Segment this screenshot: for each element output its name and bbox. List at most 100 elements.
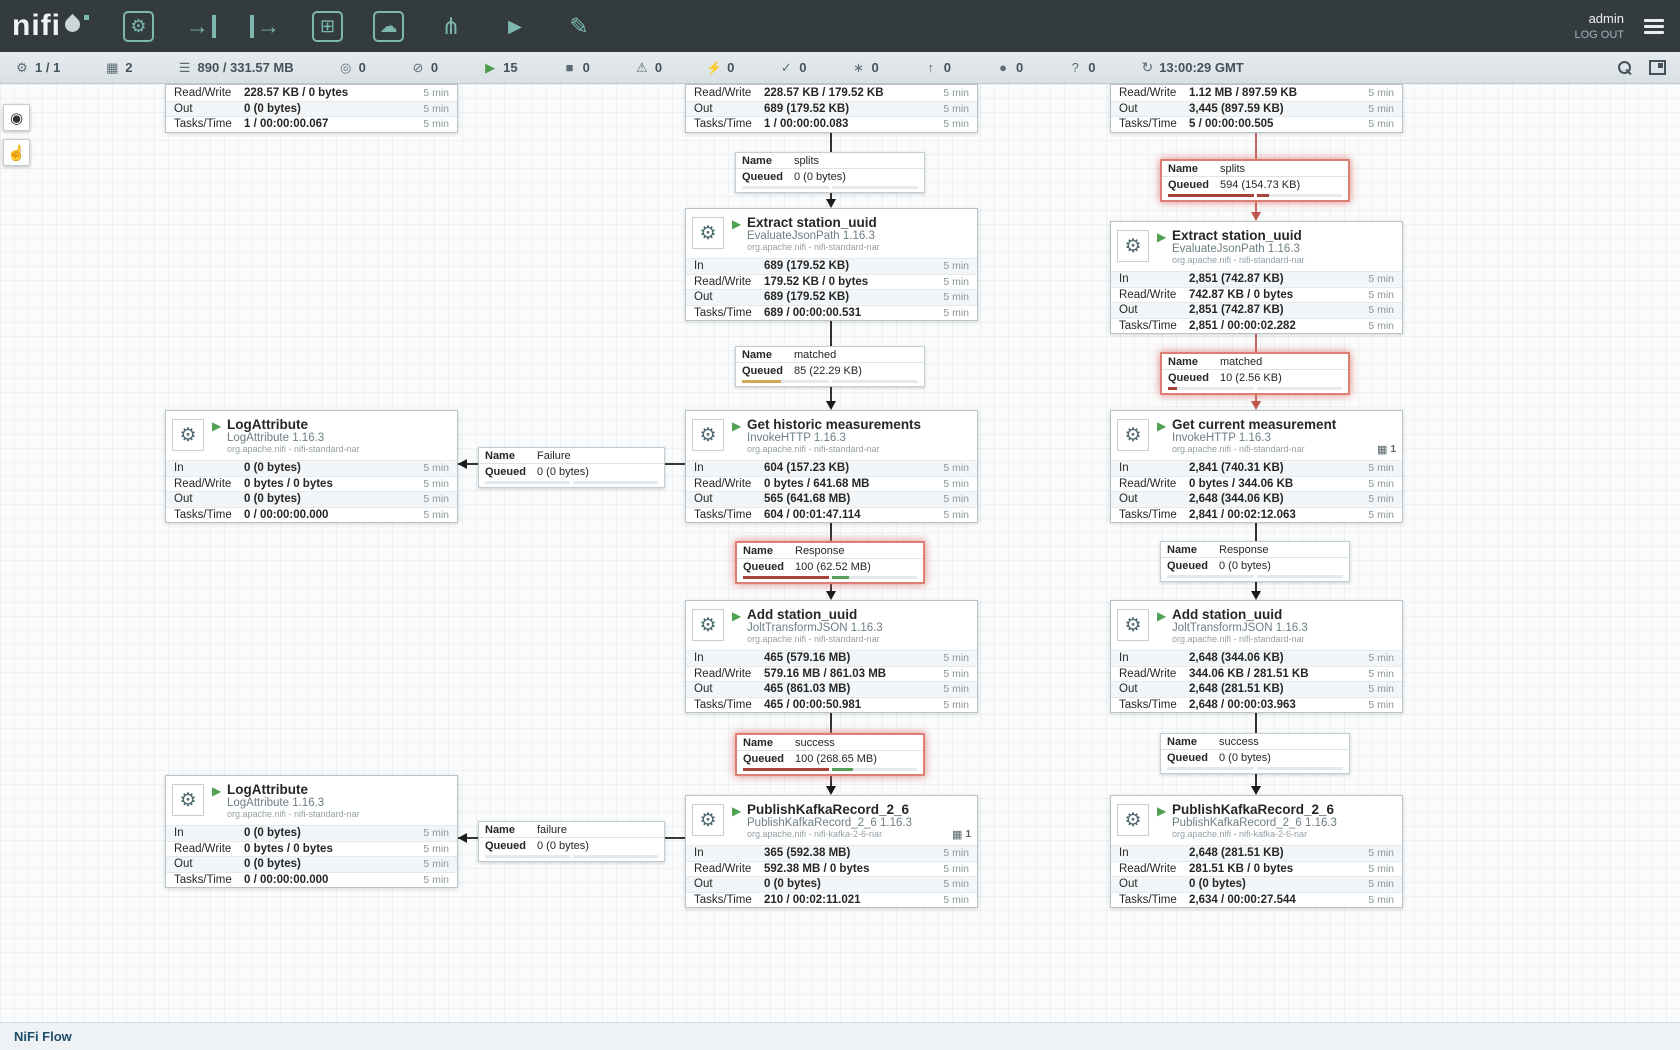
processor-header: ⚙ ▶ PublishKafkaRecord_2_6 PublishKafkaR… [1111,796,1402,845]
processor-log-attribute-upper[interactable]: ⚙ ▶ LogAttribute LogAttribute 1.16.3 org… [165,410,458,523]
status-sync-failure: ? 0 [1071,60,1096,75]
stat-window: 5 min [943,493,969,506]
processor-get-current-measurement[interactable]: ⚙ ▶ Get current measurement InvokeHTTP 1… [1110,410,1403,523]
connection-matched-right[interactable]: Name matched Queued 10 (2.56 KB) [1160,352,1350,395]
connection-name-key: Name [485,823,515,836]
logout-link[interactable]: LOG OUT [1574,29,1624,41]
processor-extract-station-uuid-mid[interactable]: ⚙ ▶ Extract station_uuid EvaluateJsonPat… [685,208,978,321]
connection-response-mid[interactable]: Name Response Queued 100 (62.52 MB) [735,541,925,584]
stat-label: Tasks/Time [1119,118,1177,131]
connection-response-right[interactable]: Name Response Queued 0 (0 bytes) [1160,541,1350,582]
processor-header: ⚙ ▶ PublishKafkaRecord_2_6 PublishKafkaR… [686,796,977,845]
processor-top-left-partial[interactable]: Read/Write 228.57 KB / 0 bytes 5 min Out… [165,84,458,133]
navigate-palette-button[interactable]: ◉ [3,104,30,131]
stat-row: Read/Write 228.57 KB / 179.52 KB 5 min [686,85,977,101]
connection-success-right[interactable]: Name success Queued 0 (0 bytes) [1160,733,1350,774]
processor-top-right-partial[interactable]: Read/Write 1.12 MB / 897.59 KB 5 min Out… [1110,84,1403,133]
toolbar-processor-icon[interactable]: ⚙ [123,10,154,42]
breadcrumb-nifi-flow[interactable]: NiFi Flow [14,1029,72,1044]
toolbar-input-port-icon[interactable]: → [184,9,218,43]
processor-add-station-uuid-mid[interactable]: ⚙ ▶ Add station_uuid JoltTransformJSON 1… [685,600,978,713]
toolbar-output-port-icon[interactable]: → [248,9,282,43]
connection-name-row: Name Response [737,543,923,559]
processor-header: ⚙ ▶ Add station_uuid JoltTransformJSON 1… [1111,601,1402,650]
refresh-icon[interactable]: ↻ [1141,59,1154,75]
global-menu-icon[interactable] [1640,15,1668,38]
status-cluster-nodes: ▦ 2 [106,59,133,76]
toolbar-funnel-icon[interactable]: ⋔ [441,12,461,39]
search-icon[interactable] [1617,60,1633,76]
toolbar-label-icon[interactable]: ✎ [569,12,589,39]
stat-window: 5 min [1368,319,1394,332]
settings-panel-icon[interactable] [1649,60,1666,75]
stat-window: 5 min [943,118,969,131]
connection-name-row: Name Failure [479,448,664,464]
stat-value: 689 (179.52 KB) [764,291,850,304]
connection-queued-key: Queued [1168,179,1209,191]
toolbar-process-group-icon[interactable]: ⊞ [312,10,343,42]
processor-extract-station-uuid-right[interactable]: ⚙ ▶ Extract station_uuid EvaluateJsonPat… [1110,221,1403,334]
processor-top-mid-partial[interactable]: Read/Write 228.57 KB / 179.52 KB 5 min O… [685,84,978,133]
processor-publish-kafka-mid[interactable]: ⚙ ▶ PublishKafkaRecord_2_6 PublishKafkaR… [685,795,978,908]
data-size-bar [831,576,917,579]
connection-splits-mid[interactable]: Name splits Queued 0 (0 bytes) [735,152,925,193]
backpressure-bars [1161,766,1349,773]
stat-row: In 2,648 (344.06 KB) 5 min [1111,650,1402,666]
operate-palette-button[interactable]: ☝ [3,139,30,166]
stat-row: In 0 (0 bytes) 5 min [166,460,457,476]
stat-row: Read/Write 742.87 KB / 0 bytes 5 min [1111,286,1402,303]
connection-failure-lower[interactable]: Name failure Queued 0 (0 bytes) [478,821,665,862]
connection-name: matched [794,348,837,361]
object-count-bar [1168,194,1254,197]
stat-window: 5 min [1368,304,1394,317]
processor-type: InvokeHTTP 1.16.3 [1172,432,1271,444]
toolbar-template-icon[interactable]: ► [503,12,527,39]
stat-label: In [694,260,704,273]
stat-row: Tasks/Time 2,841 / 00:02:12.063 5 min [1111,506,1402,523]
status-active-threads: ⚙ 1 / 1 [16,59,61,76]
cluster-node-badge: ▦ 1 [952,828,971,841]
data-size-bar [831,186,918,189]
connection-splits-right[interactable]: Name splits Queued 594 (154.73 KB) [1160,159,1350,202]
connection-queued-value: 0 (0 bytes) [537,466,589,478]
stat-value: 604 / 00:01:47.114 [764,508,861,521]
stat-row: Out 0 (0 bytes) 5 min [1111,876,1402,892]
connection-success-mid[interactable]: Name success Queued 100 (268.65 MB) [735,733,925,776]
processor-title: Add station_uuid [747,607,858,622]
processor-add-station-uuid-right[interactable]: ⚙ ▶ Add station_uuid JoltTransformJSON 1… [1110,600,1403,713]
navigate-icon: ◉ [9,109,24,127]
stat-label: Read/Write [1119,288,1177,301]
processor-stats: Read/Write 228.57 KB / 179.52 KB 5 min O… [686,85,977,132]
processor-publish-kafka-right[interactable]: ⚙ ▶ PublishKafkaRecord_2_6 PublishKafkaR… [1110,795,1403,908]
stat-value: 689 (179.52 KB) [764,102,850,115]
stat-value: 689 / 00:00:00.531 [764,306,862,319]
stat-value: 465 / 00:00:50.981 [764,698,862,711]
status-items: ⚙ 1 / 1 ▦ 2 ☰ 890 / 331.57 MB ◎ 0 ⊘ 0 ▶ … [14,60,1095,76]
processor-log-attribute-lower[interactable]: ⚙ ▶ LogAttribute LogAttribute 1.16.3 org… [165,775,458,888]
stat-window: 5 min [1368,86,1394,99]
stat-window: 5 min [943,102,969,115]
stat-window: 5 min [943,275,969,288]
backpressure-bars [736,185,924,192]
flow-canvas[interactable]: ◉ ☝ Read/Write 228.57 KB / 0 bytes 5 min… [0,84,1680,1022]
stat-value: 689 (179.52 KB) [764,260,850,273]
connection-queued-row: Queued 0 (0 bytes) [479,464,664,480]
processor-type: EvaluateJsonPath 1.16.3 [747,230,875,242]
refresh-status[interactable]: ↻ 13:00:29 GMT [1141,59,1243,76]
connection-name: splits [1220,162,1246,175]
processor-get-historic-measurements[interactable]: ⚙ ▶ Get historic measurements InvokeHTTP… [685,410,978,523]
stat-label: Out [174,493,193,506]
stat-row: In 2,648 (281.51 KB) 5 min [1111,845,1402,861]
toolbar-remote-process-group-icon[interactable]: ☁ [373,10,404,42]
stat-value: 0 bytes / 0 bytes [244,842,333,855]
stat-window: 5 min [943,862,969,875]
stat-label: In [1119,847,1129,860]
stat-label: In [694,462,704,475]
stat-label: In [694,847,704,860]
connection-matched-mid[interactable]: Name matched Queued 85 (22.29 KB) [735,346,925,387]
connection-failure-upper[interactable]: Name Failure Queued 0 (0 bytes) [478,447,665,488]
status-stale: ↑ 0 [927,60,951,75]
hand-pointer-icon: ☝ [7,144,26,162]
connection-queued-key: Queued [743,561,784,573]
stat-label: Out [1119,683,1138,696]
